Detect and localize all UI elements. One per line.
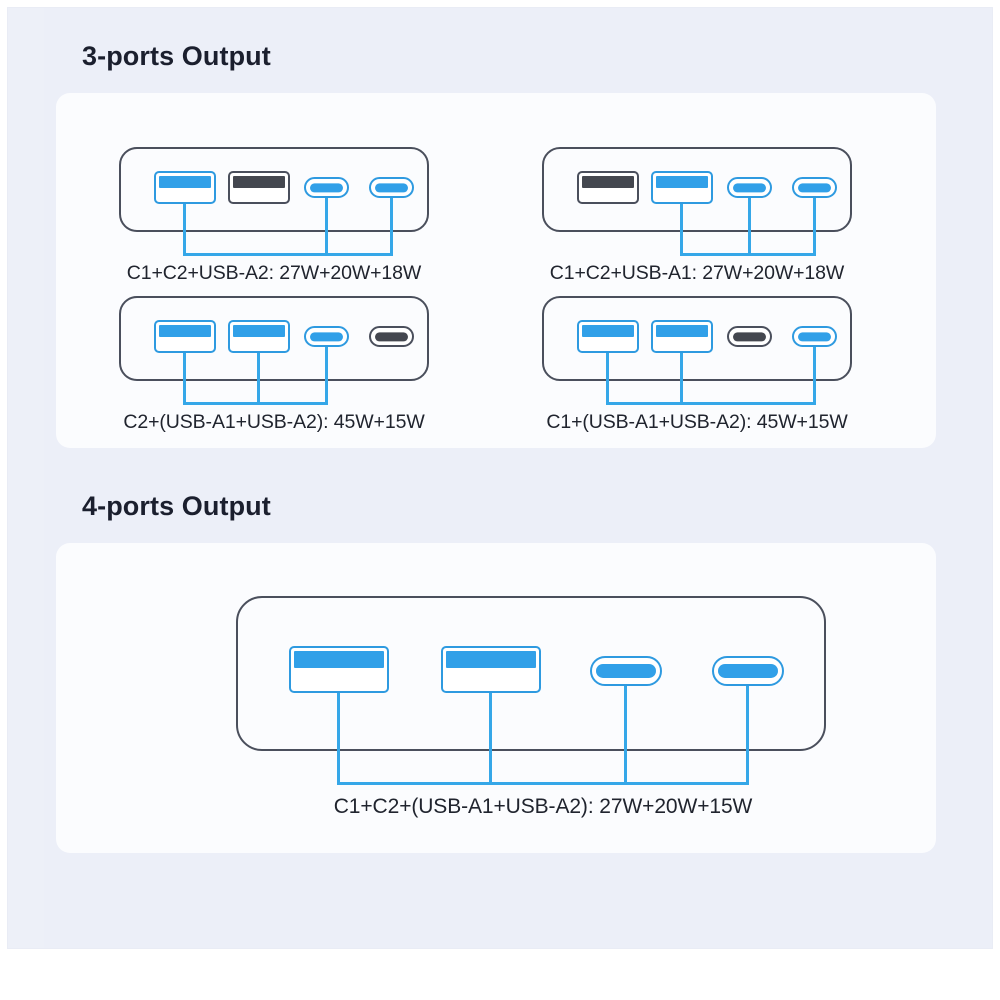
port-usb-a1[interactable] [577, 171, 639, 204]
connector-line [813, 198, 816, 256]
diagram-caption: C1+C2+(USB-A1+USB-A2): 27W+20W+15W [333, 795, 753, 818]
diagram-caption: C2+(USB-A1+USB-A2): 45W+15W [123, 411, 425, 433]
port-usb-c1[interactable] [727, 177, 772, 198]
port-fill [718, 663, 778, 679]
port-usb-a2[interactable] [228, 320, 290, 353]
port-fill [582, 176, 634, 188]
diagram-caption: C1+C2+USB-A1: 27W+20W+18W [549, 262, 845, 284]
device-body [236, 596, 826, 751]
port-fill [233, 325, 285, 337]
port-usb-c1[interactable] [304, 326, 349, 347]
port-fill [733, 331, 766, 342]
connector-line [257, 353, 260, 405]
connector-line [325, 347, 328, 405]
connector-line [489, 693, 492, 785]
port-fill [159, 176, 211, 188]
port-usb-a2[interactable] [441, 646, 541, 693]
port-fill [656, 325, 708, 337]
connector-line [337, 693, 340, 785]
device-body [542, 147, 852, 232]
port-usb-c2[interactable] [792, 177, 837, 198]
diagram-caption: C1+(USB-A1+USB-A2): 45W+15W [546, 411, 848, 433]
section-heading-four-ports: 4-ports Output [82, 491, 271, 521]
diagram-caption: C1+C2+USB-A2: 27W+20W+18W [126, 262, 422, 284]
port-fill [294, 651, 384, 669]
connector-line [183, 204, 186, 256]
connector-line [624, 686, 627, 785]
port-usb-c2[interactable] [792, 326, 837, 347]
port-fill [656, 176, 708, 188]
panel-four-ports: C1+C2+(USB-A1+USB-A2): 27W+20W+15W [56, 543, 936, 853]
device-body [119, 147, 429, 232]
page-sheet: 3-ports Output [8, 8, 992, 948]
connector-bus [606, 402, 816, 405]
port-usb-a1[interactable] [154, 320, 216, 353]
port-fill [233, 176, 285, 188]
connector-line [746, 686, 749, 785]
connector-line [606, 353, 609, 405]
port-usb-a2[interactable] [651, 171, 713, 204]
panel-three-ports: C1+C2+USB-A2: 27W+20W+18W [56, 93, 936, 448]
connector-line [183, 353, 186, 405]
page-background: 3-ports Output [44, 8, 992, 948]
port-fill [798, 182, 831, 193]
port-usb-c1[interactable] [727, 326, 772, 347]
connector-line [325, 198, 328, 256]
connector-bus [183, 402, 328, 405]
port-fill [596, 663, 656, 679]
port-usb-a2[interactable] [228, 171, 290, 204]
port-usb-c2[interactable] [369, 177, 414, 198]
connector-bus [337, 782, 749, 785]
port-usb-a1[interactable] [154, 171, 216, 204]
port-fill [310, 182, 343, 193]
port-fill [375, 331, 408, 342]
connector-line [390, 198, 393, 256]
port-fill [582, 325, 634, 337]
port-usb-a1[interactable] [577, 320, 639, 353]
port-usb-c2[interactable] [369, 326, 414, 347]
port-usb-c2[interactable] [712, 656, 784, 686]
port-usb-a2[interactable] [651, 320, 713, 353]
port-usb-c1[interactable] [304, 177, 349, 198]
device-body [542, 296, 852, 381]
port-usb-c1[interactable] [590, 656, 662, 686]
port-fill [159, 325, 211, 337]
port-fill [310, 331, 343, 342]
device-body [119, 296, 429, 381]
connector-bus [680, 253, 816, 256]
connector-line [748, 198, 751, 256]
port-fill [446, 651, 536, 669]
port-fill [733, 182, 766, 193]
connector-line [680, 353, 683, 405]
connector-line [680, 204, 683, 256]
port-fill [798, 331, 831, 342]
port-usb-a1[interactable] [289, 646, 389, 693]
section-heading-three-ports: 3-ports Output [82, 41, 271, 71]
connector-line [813, 347, 816, 405]
port-fill [375, 182, 408, 193]
connector-bus [183, 253, 393, 256]
